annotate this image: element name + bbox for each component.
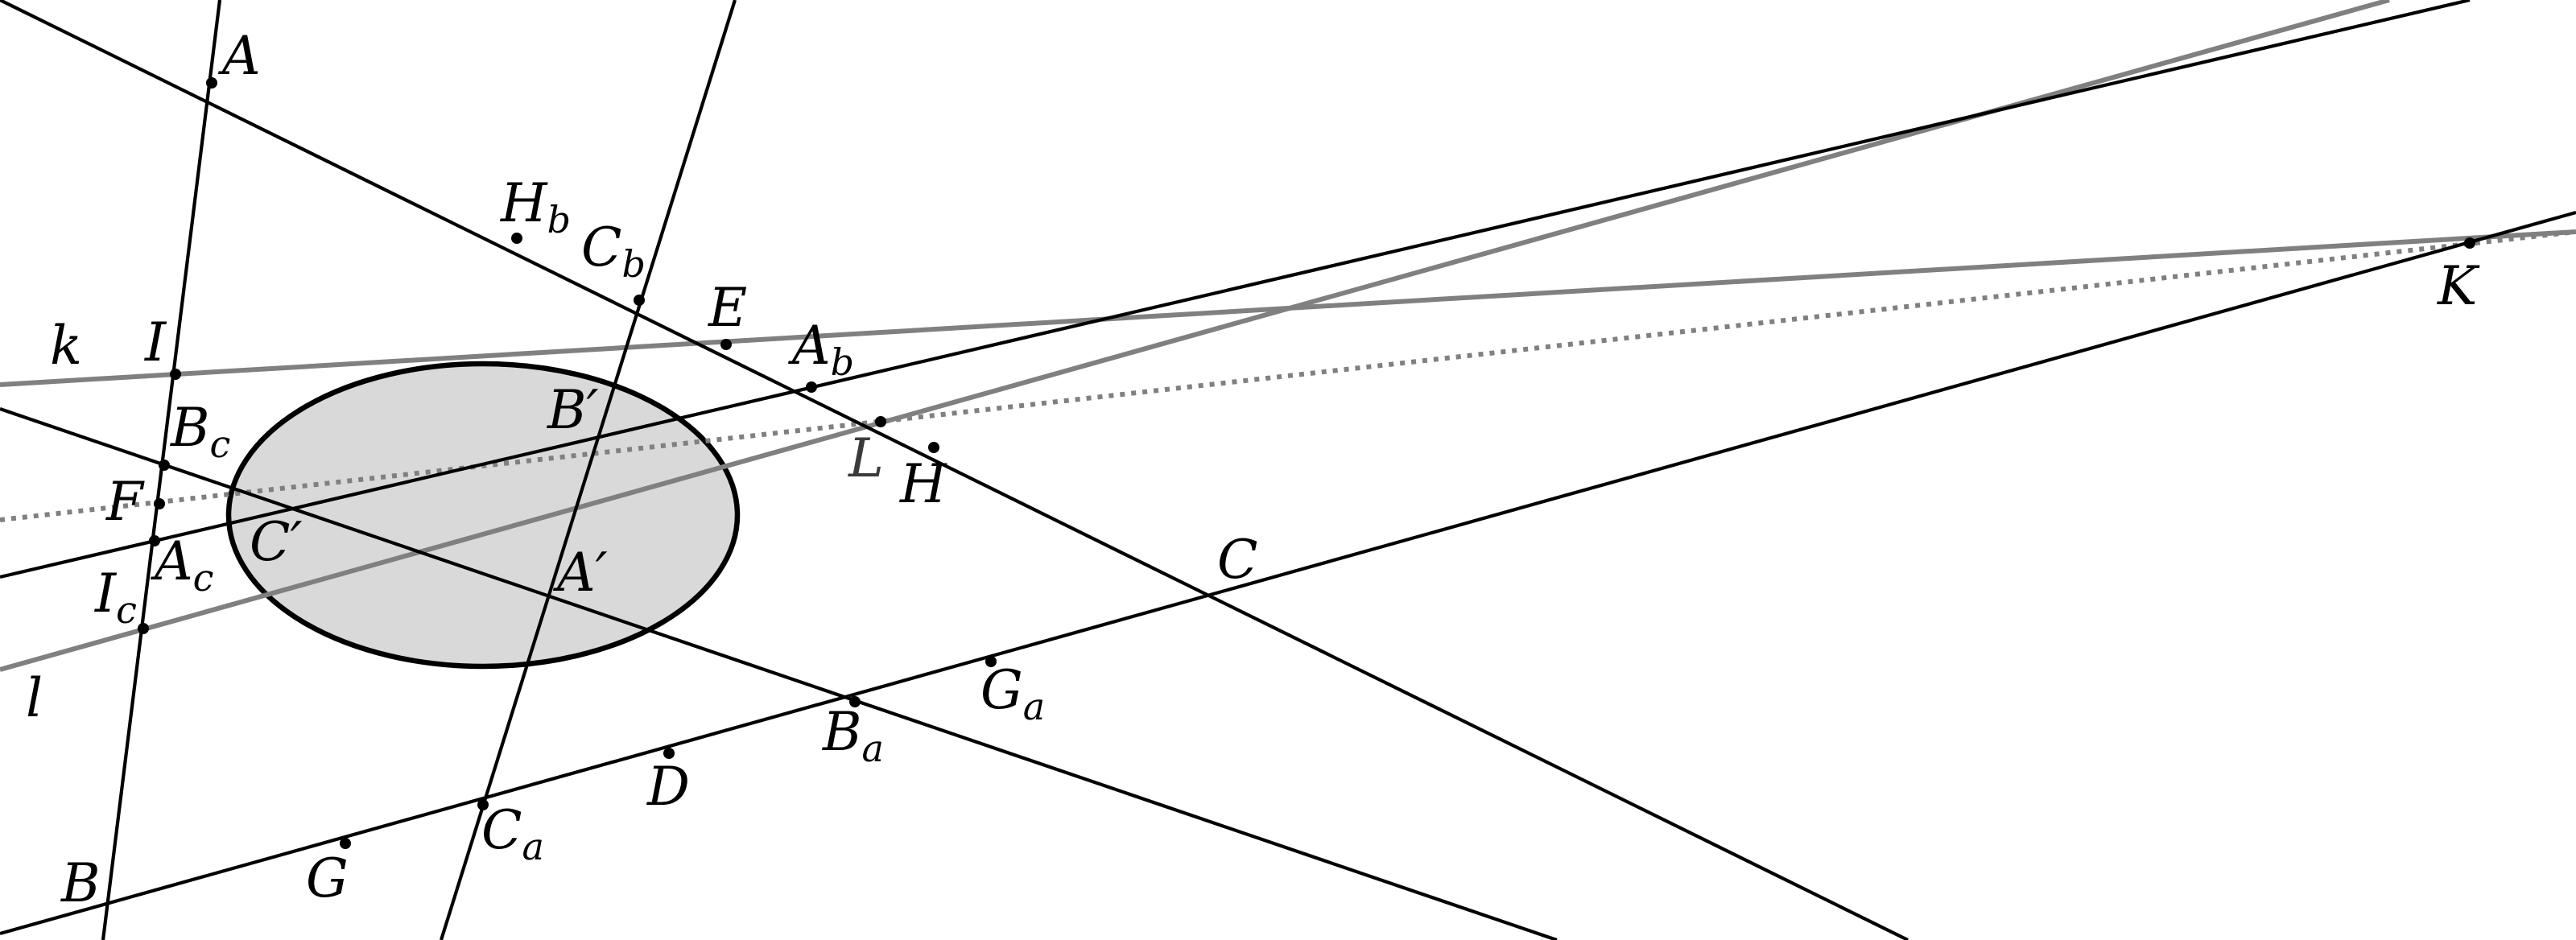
point-Ac (149, 535, 160, 546)
conic-ellipse (225, 361, 741, 670)
label-E: E (708, 277, 747, 339)
label-Ba: Ba (822, 701, 884, 770)
label-Hb: Hb (500, 172, 571, 241)
label-Ic: Ic (94, 563, 137, 632)
label-I: I (144, 311, 167, 373)
point-Ic (138, 623, 149, 634)
line-l (0, 0, 2390, 672)
point-Bc (159, 460, 170, 471)
point-Ab (806, 381, 817, 393)
label-Cb: Cb (581, 216, 646, 286)
point-Ga (985, 656, 997, 667)
line-AC (0, 0, 1909, 940)
label-C: C (1217, 529, 1258, 591)
dotted-line (0, 229, 2576, 522)
points (138, 77, 2475, 849)
label-D: D (646, 756, 690, 818)
point-K (2464, 237, 2475, 249)
label-H: H (899, 453, 947, 515)
label-line-l: l (26, 667, 43, 729)
label-Bprime: B′ (547, 379, 599, 441)
label-B: B (60, 852, 101, 914)
point-G (340, 838, 351, 849)
label-Ac: Ac (150, 530, 213, 600)
point-Ba (849, 696, 861, 707)
label-Ab: Ab (787, 315, 854, 384)
line-BC (0, 210, 2576, 936)
label-Bc: Bc (170, 397, 230, 466)
point-I (170, 369, 181, 380)
label-K: K (2437, 255, 2480, 317)
point-D (663, 748, 675, 759)
label-F: F (105, 471, 145, 533)
label-Ca: Ca (481, 799, 544, 868)
point-Ca (477, 799, 489, 810)
point-A (206, 77, 217, 89)
label-line-k: k (50, 315, 82, 377)
point-E (720, 339, 732, 350)
line-through-Bc (0, 407, 1558, 940)
label-Cprime: C′ (250, 511, 302, 573)
point-Hb (511, 233, 522, 244)
label-A: A (217, 25, 261, 87)
point-L (875, 416, 886, 427)
label-Ga: Ga (980, 659, 1045, 728)
label-G: G (306, 847, 349, 909)
point-Cb (634, 295, 645, 306)
label-Aprime: A′ (552, 542, 608, 604)
line-through-Cb (439, 0, 737, 940)
line-through-Ac (0, 0, 2471, 579)
label-L: L (848, 427, 884, 489)
point-H (928, 442, 939, 453)
labels: A Hb Cb E Ab L H C K I Bc F Ac Ic B′ C′ … (26, 25, 2480, 914)
point-F (154, 498, 165, 509)
